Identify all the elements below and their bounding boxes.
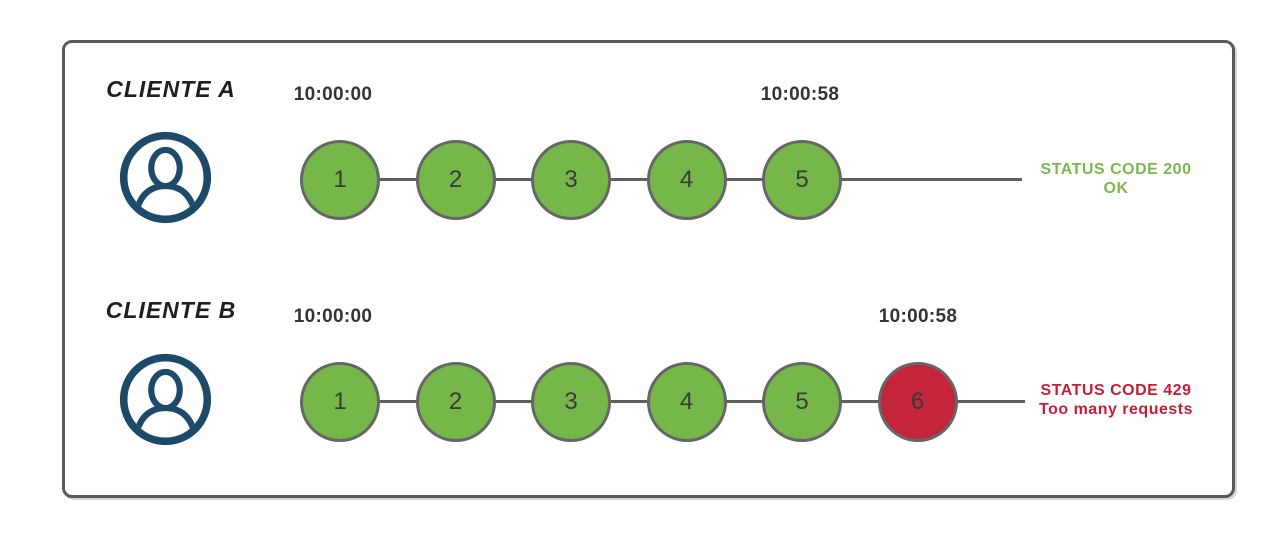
- request-circle-2: 2: [415, 140, 496, 220]
- request-circle-4: 4: [646, 140, 727, 220]
- status-description-text: OK: [1103, 180, 1129, 197]
- start-timestamp: 10:00:00: [293, 306, 373, 327]
- status-message: STATUS CODE 200 OK: [1028, 159, 1204, 199]
- request-circle-1: 1: [300, 140, 380, 220]
- request-circle-2: 2: [415, 362, 496, 442]
- status-description-text: Too many requests: [1038, 401, 1193, 418]
- request-circle-3: 3: [531, 140, 611, 220]
- status-code-text: STATUS CODE 200: [1040, 161, 1192, 178]
- request-circle-5: 5: [762, 362, 842, 442]
- start-timestamp: 10:00:00: [293, 84, 373, 105]
- status-code-text: STATUS CODE 429: [1040, 382, 1192, 399]
- request-circle-3: 3: [531, 362, 611, 442]
- client-a-label: CLIENTE A: [106, 76, 236, 102]
- status-message: STATUS CODE 429 Too many requests: [1028, 380, 1204, 420]
- end-timestamp: 10:00:58: [878, 306, 958, 327]
- end-timestamp: 10:00:58: [760, 84, 840, 105]
- client-b-label: CLIENTE B: [105, 297, 237, 323]
- request-circle-1: 1: [300, 362, 380, 442]
- request-circle-6: 6: [877, 362, 958, 442]
- diagram-border: [62, 40, 1235, 498]
- request-circle-5: 5: [762, 140, 842, 220]
- request-circle-4: 4: [646, 362, 727, 442]
